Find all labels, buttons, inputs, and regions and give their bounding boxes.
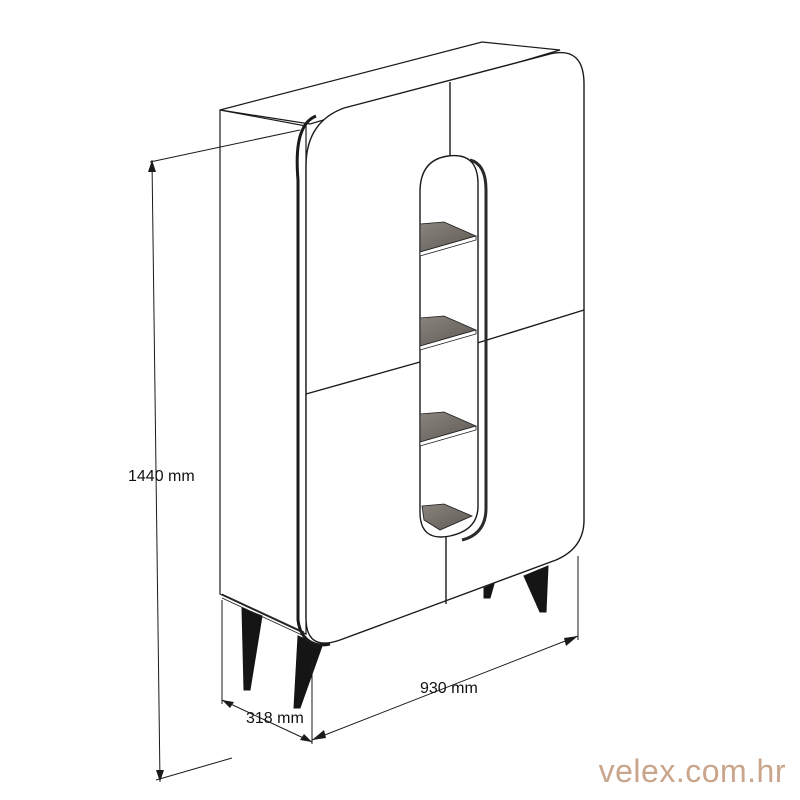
door-split-horizontal-right: [473, 309, 585, 345]
depth-dimension-label: 318 mm: [246, 710, 304, 727]
cabinet-legs: [241, 565, 549, 709]
leg-front-middle: [293, 635, 323, 709]
cabinet-top: [219, 41, 561, 125]
width-dimension-line: [311, 556, 579, 744]
height-dimension-label: 1440 mm: [128, 468, 195, 485]
brand-watermark: velex.com.hr: [598, 753, 786, 789]
shelf-bottom: [421, 503, 474, 531]
leg-front-left: [241, 607, 263, 691]
cabinet-front-edge: [295, 114, 331, 647]
width-dimension-label: 930 mm: [420, 680, 478, 697]
height-dimension-line: [148, 129, 301, 783]
depth-dimension-line: [221, 600, 313, 743]
leg-back-right: [523, 565, 549, 613]
door-split-horizontal-left: [305, 361, 421, 395]
cabinet-side-panel: [219, 109, 307, 635]
leg-back-middle: [483, 583, 495, 599]
inner-shelves: [419, 221, 478, 531]
oval-opening-shadow: [461, 158, 488, 542]
